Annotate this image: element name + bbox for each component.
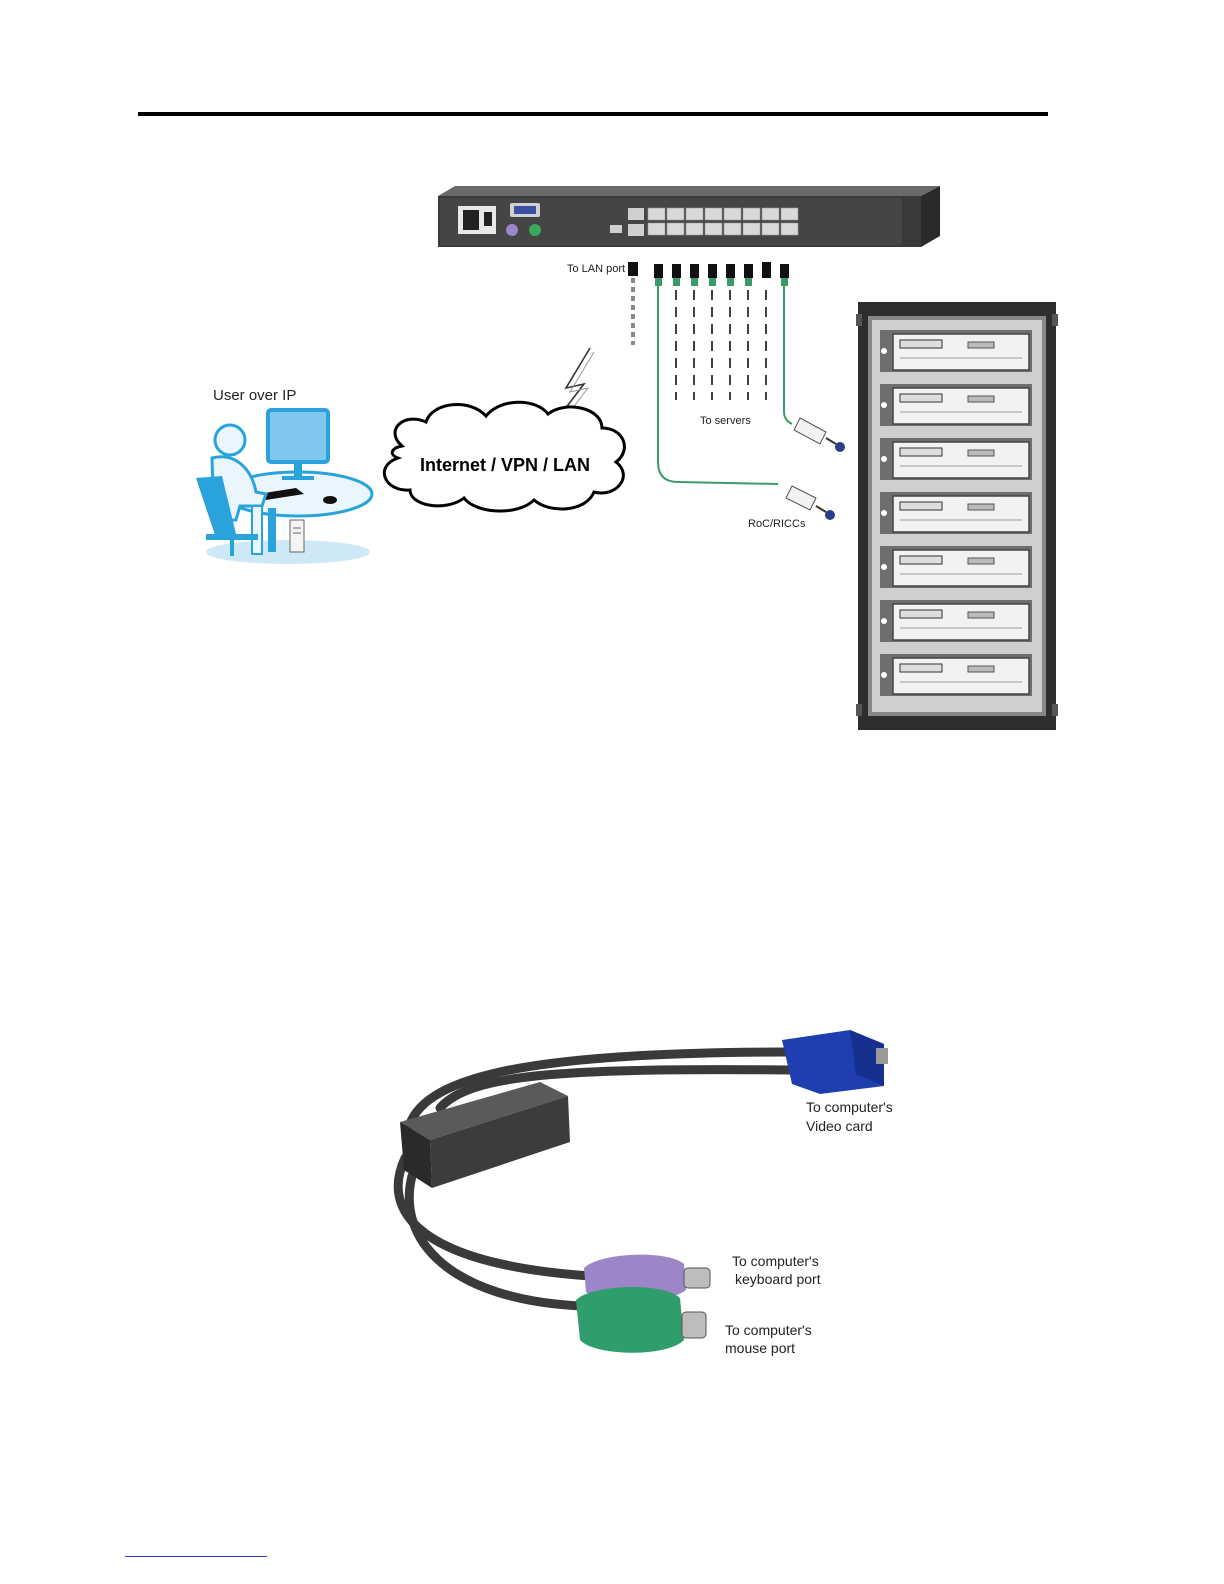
adapter-box [400,1082,570,1188]
keyboard-label-2: keyboard port [735,1271,821,1287]
ps2-keyboard-connector [584,1255,710,1301]
user-label: User over IP [213,387,296,404]
lan-port-label: To LAN port [567,263,625,275]
mouse-label-2: mouse port [725,1340,795,1356]
video-label-2: Video card [806,1118,873,1134]
network-label: Internet / VPN / LAN [420,455,590,475]
rack-server-units [880,330,1032,696]
adapter-label: RoC/RICCs [748,518,806,530]
video-label-1: To computer's [806,1099,893,1115]
user-workstation-icon [196,410,372,564]
servers-label: To servers [700,415,751,427]
footer-rule [125,1556,267,1557]
server-cables [654,262,792,484]
mouse-label-1: To computer's [725,1322,812,1338]
vga-connector [782,1030,888,1094]
roc-adapter-2 [786,486,835,520]
kvm-network-diagram: To LAN port To servers [0,0,1224,780]
lan-cable [628,262,638,345]
adapter-cables [398,1052,790,1306]
kvm-switch [438,186,940,247]
ps2-mouse-connector [576,1287,706,1353]
keyboard-label-1: To computer's [732,1253,819,1269]
roc-adapter-1 [794,418,845,452]
